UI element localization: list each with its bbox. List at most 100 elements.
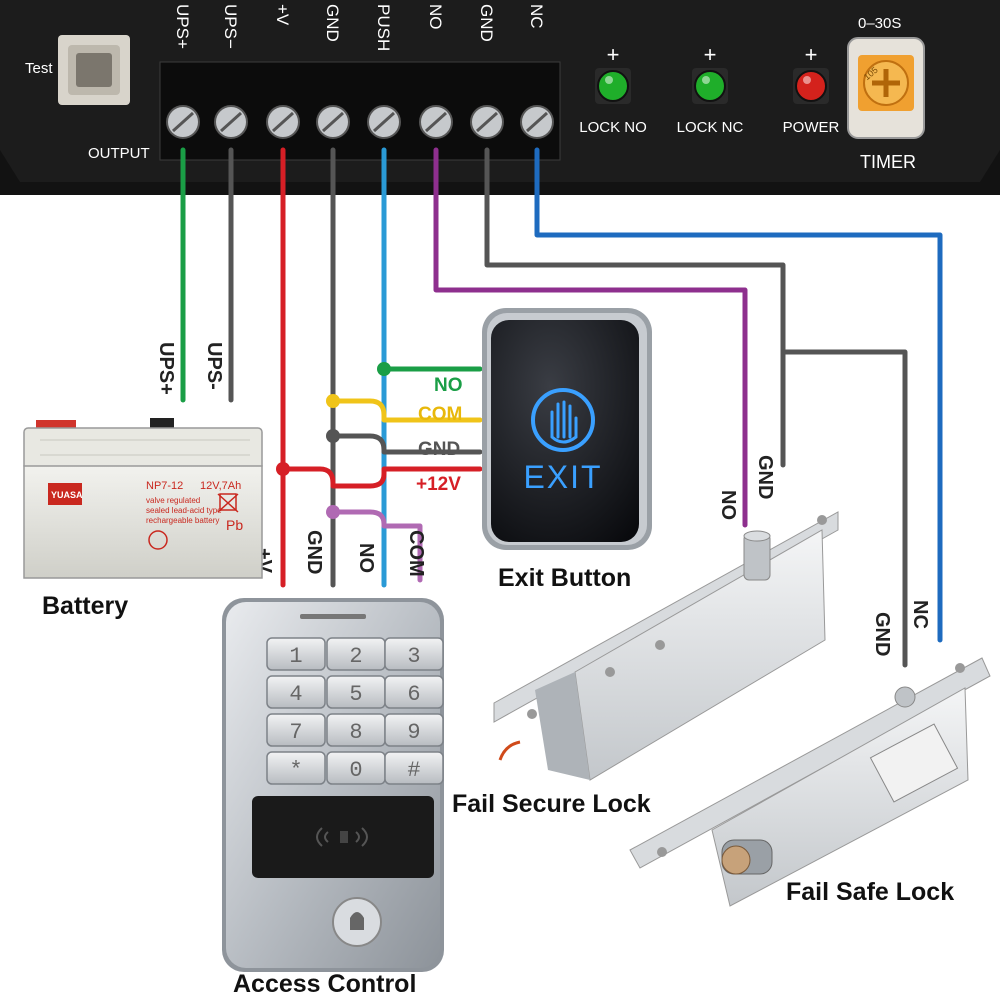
junction-dot-0 <box>377 362 391 376</box>
junction-dots <box>276 362 391 519</box>
key-7[interactable]: 7 <box>266 713 326 747</box>
wire-keypad-com <box>330 509 423 583</box>
junction-dot-2 <box>326 429 340 443</box>
timer-potentiometer[interactable]: 105 <box>847 37 925 139</box>
label-keypad-gnd: GND <box>303 530 325 574</box>
key-2[interactable]: 2 <box>326 637 386 671</box>
key-6[interactable]: 6 <box>384 675 444 709</box>
battery-caption: Battery <box>42 592 128 620</box>
recycle-icon <box>148 493 239 550</box>
test-label: Test <box>25 60 53 77</box>
test-button[interactable] <box>58 35 130 105</box>
key-label: # <box>407 758 420 783</box>
terminal-3: GND <box>316 4 350 139</box>
label-exit-com: COM <box>418 404 462 425</box>
key-4[interactable]: 4 <box>266 675 326 709</box>
output-label: OUTPUT <box>88 145 150 162</box>
led-sign: + <box>805 42 818 67</box>
wire-no-lock <box>433 147 748 528</box>
key-1[interactable]: 1 <box>266 637 326 671</box>
key-label: 7 <box>289 720 302 745</box>
exit-text: EXIT <box>523 459 602 495</box>
terminal-label: GND <box>323 4 342 42</box>
exit-button[interactable]: EXIT <box>482 308 652 550</box>
key-9[interactable]: 9 <box>384 713 444 747</box>
key-star[interactable]: * <box>266 751 326 785</box>
timer-range-label: 0–30S <box>858 15 901 32</box>
access-control-keypad: 1 2 3 4 5 6 7 8 9 * 0 # <box>222 598 444 972</box>
label-ups-plus: UPS+ <box>155 342 177 395</box>
key-label: 8 <box>349 720 362 745</box>
key-label: 0 <box>349 758 362 783</box>
label-keypad-no: NO <box>355 543 377 573</box>
terminal-label: PUSH <box>374 4 393 51</box>
battery-pb: Pb <box>226 517 243 533</box>
led-1: + LOCK NC <box>677 42 744 136</box>
led-sign: + <box>607 42 620 67</box>
wire-nc-lock <box>534 147 943 643</box>
fail-secure-caption: Fail Secure Lock <box>452 790 651 818</box>
label-lock2-nc: NC <box>909 600 931 629</box>
terminal-label: +V <box>273 4 292 26</box>
controller-panel: Test OUTPUT UPS+ UPS− +V GND PUSH NO GND NC + LO… <box>0 0 1000 195</box>
key-5[interactable]: 5 <box>326 675 386 709</box>
key-label: 3 <box>407 644 420 669</box>
led-2: + POWER <box>783 42 840 136</box>
battery-model: NP7-12 <box>146 480 183 492</box>
terminal-label: NO <box>426 4 445 30</box>
label-lock1-gnd: GND <box>754 455 776 499</box>
keypad-caption: Access Control <box>233 970 416 998</box>
battery-brand: YUASA <box>51 490 83 500</box>
label-exit-no: NO <box>434 375 463 396</box>
terminal-label: UPS− <box>221 4 240 49</box>
led-sign: + <box>704 42 717 67</box>
battery-desc-1: valve regulated <box>146 496 200 505</box>
key-label: 1 <box>289 644 302 669</box>
exit-button-caption: Exit Button <box>498 564 631 592</box>
battery-rating: 12V,7Ah <box>200 480 241 492</box>
led-label: LOCK NC <box>677 119 744 136</box>
label-ups-minus: UPS- <box>203 342 225 390</box>
fail-safe-caption: Fail Safe Lock <box>786 878 954 906</box>
key-label: 9 <box>407 720 420 745</box>
key-label: 5 <box>349 682 362 707</box>
wire-gnd-lock <box>484 147 908 668</box>
battery-desc-3: rechargeable battery <box>146 516 219 525</box>
terminal-5: NO <box>419 4 453 139</box>
key-8[interactable]: 8 <box>326 713 386 747</box>
terminal-label: UPS+ <box>173 4 192 49</box>
battery: YUASA NP7-12 12V,7Ah valve regulated sea… <box>23 418 263 579</box>
wire-exit-gnd <box>330 433 483 455</box>
terminal-label: GND <box>477 4 496 42</box>
led-label: LOCK NO <box>579 119 647 136</box>
label-exit-12v: +12V <box>416 474 461 495</box>
wire-exit-com <box>330 398 483 423</box>
doorbell-button[interactable] <box>332 897 382 947</box>
battery-desc-2: sealed lead-acid type <box>146 506 222 515</box>
fail-secure-lock <box>493 511 839 781</box>
key-3[interactable]: 3 <box>384 637 444 671</box>
label-keypad-com: COM <box>405 530 427 577</box>
label-lock2-gnd: GND <box>871 612 893 656</box>
label-lock1-no: NO <box>717 490 739 520</box>
key-label: * <box>289 758 302 783</box>
key-label: 6 <box>407 682 420 707</box>
terminal-label: NC <box>527 4 546 29</box>
terminal-7: NC <box>520 4 554 139</box>
label-exit-gnd: GND <box>418 439 460 460</box>
hand-glyph <box>550 400 578 444</box>
fail-safe-lock <box>629 657 991 907</box>
exit-hand-icon <box>531 388 595 452</box>
junction-dot-1 <box>326 394 340 408</box>
key-hash[interactable]: # <box>384 751 444 785</box>
key-label: 2 <box>349 644 362 669</box>
junction-dot-4 <box>326 505 340 519</box>
key-label: 4 <box>289 682 302 707</box>
terminal-4: PUSH <box>367 4 401 139</box>
terminal-0: UPS+ <box>166 4 200 139</box>
key-0[interactable]: 0 <box>326 751 386 785</box>
timer-label: TIMER <box>860 152 916 172</box>
led-label: POWER <box>783 119 840 136</box>
terminal-6: GND <box>470 4 504 139</box>
